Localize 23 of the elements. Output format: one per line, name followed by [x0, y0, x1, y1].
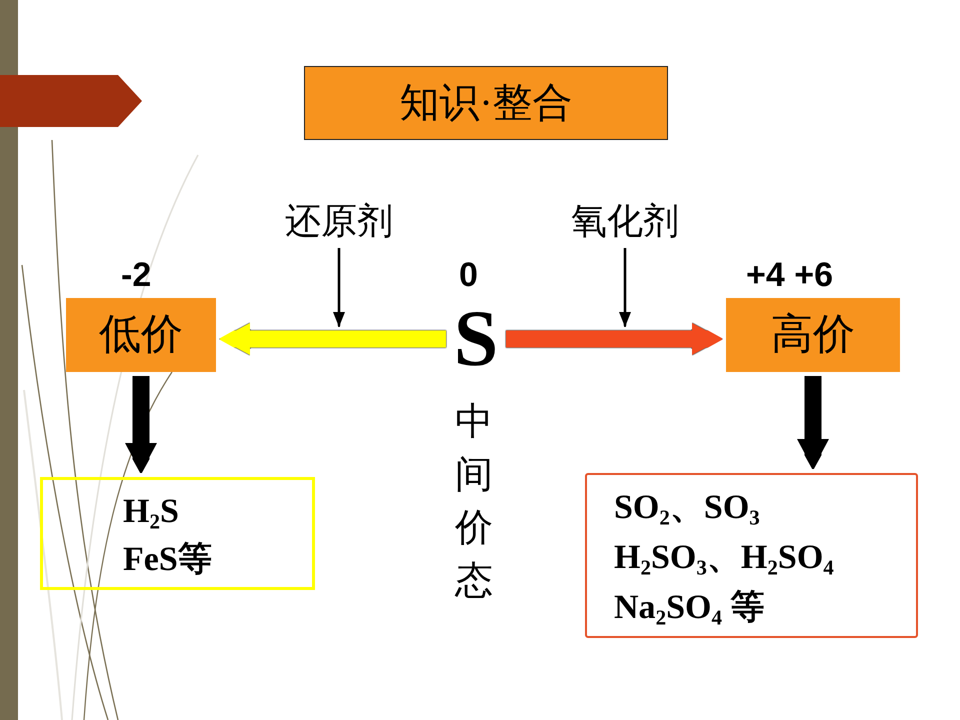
compound-box	[585, 473, 918, 638]
reagent-text: 还原剂	[274, 198, 404, 244]
block-arrow	[797, 376, 829, 469]
category-box: 低价	[66, 298, 216, 372]
valence-label: -2	[121, 256, 152, 295]
formula-text: SO$_{2}$、SO$_{3}$	[614, 488, 761, 532]
formula-text: H$_{2}$S	[123, 492, 180, 536]
block-arrow	[506, 323, 722, 355]
element-symbol: S	[450, 306, 502, 372]
formula-text: H$_{2}$SO$_{3}$、H$_{2}$SO$_{4}$	[614, 538, 835, 582]
reagent-text: 氧化剂	[560, 198, 690, 244]
compound-box	[40, 477, 315, 590]
block-arrow	[220, 323, 446, 355]
formula-text: Na$_{2}$SO$_{4}$ 等	[614, 588, 766, 632]
formula-text: FeS等	[123, 540, 213, 580]
arrow	[619, 248, 631, 327]
arrow	[333, 248, 345, 327]
heading-box: 知识·整合	[304, 66, 668, 140]
category-box: 高价	[726, 298, 900, 372]
valence-label: +4 +6	[746, 256, 833, 295]
valence-label: 0	[459, 256, 478, 295]
block-arrow	[125, 376, 157, 473]
vertical-caption: 中间价态	[454, 400, 494, 604]
